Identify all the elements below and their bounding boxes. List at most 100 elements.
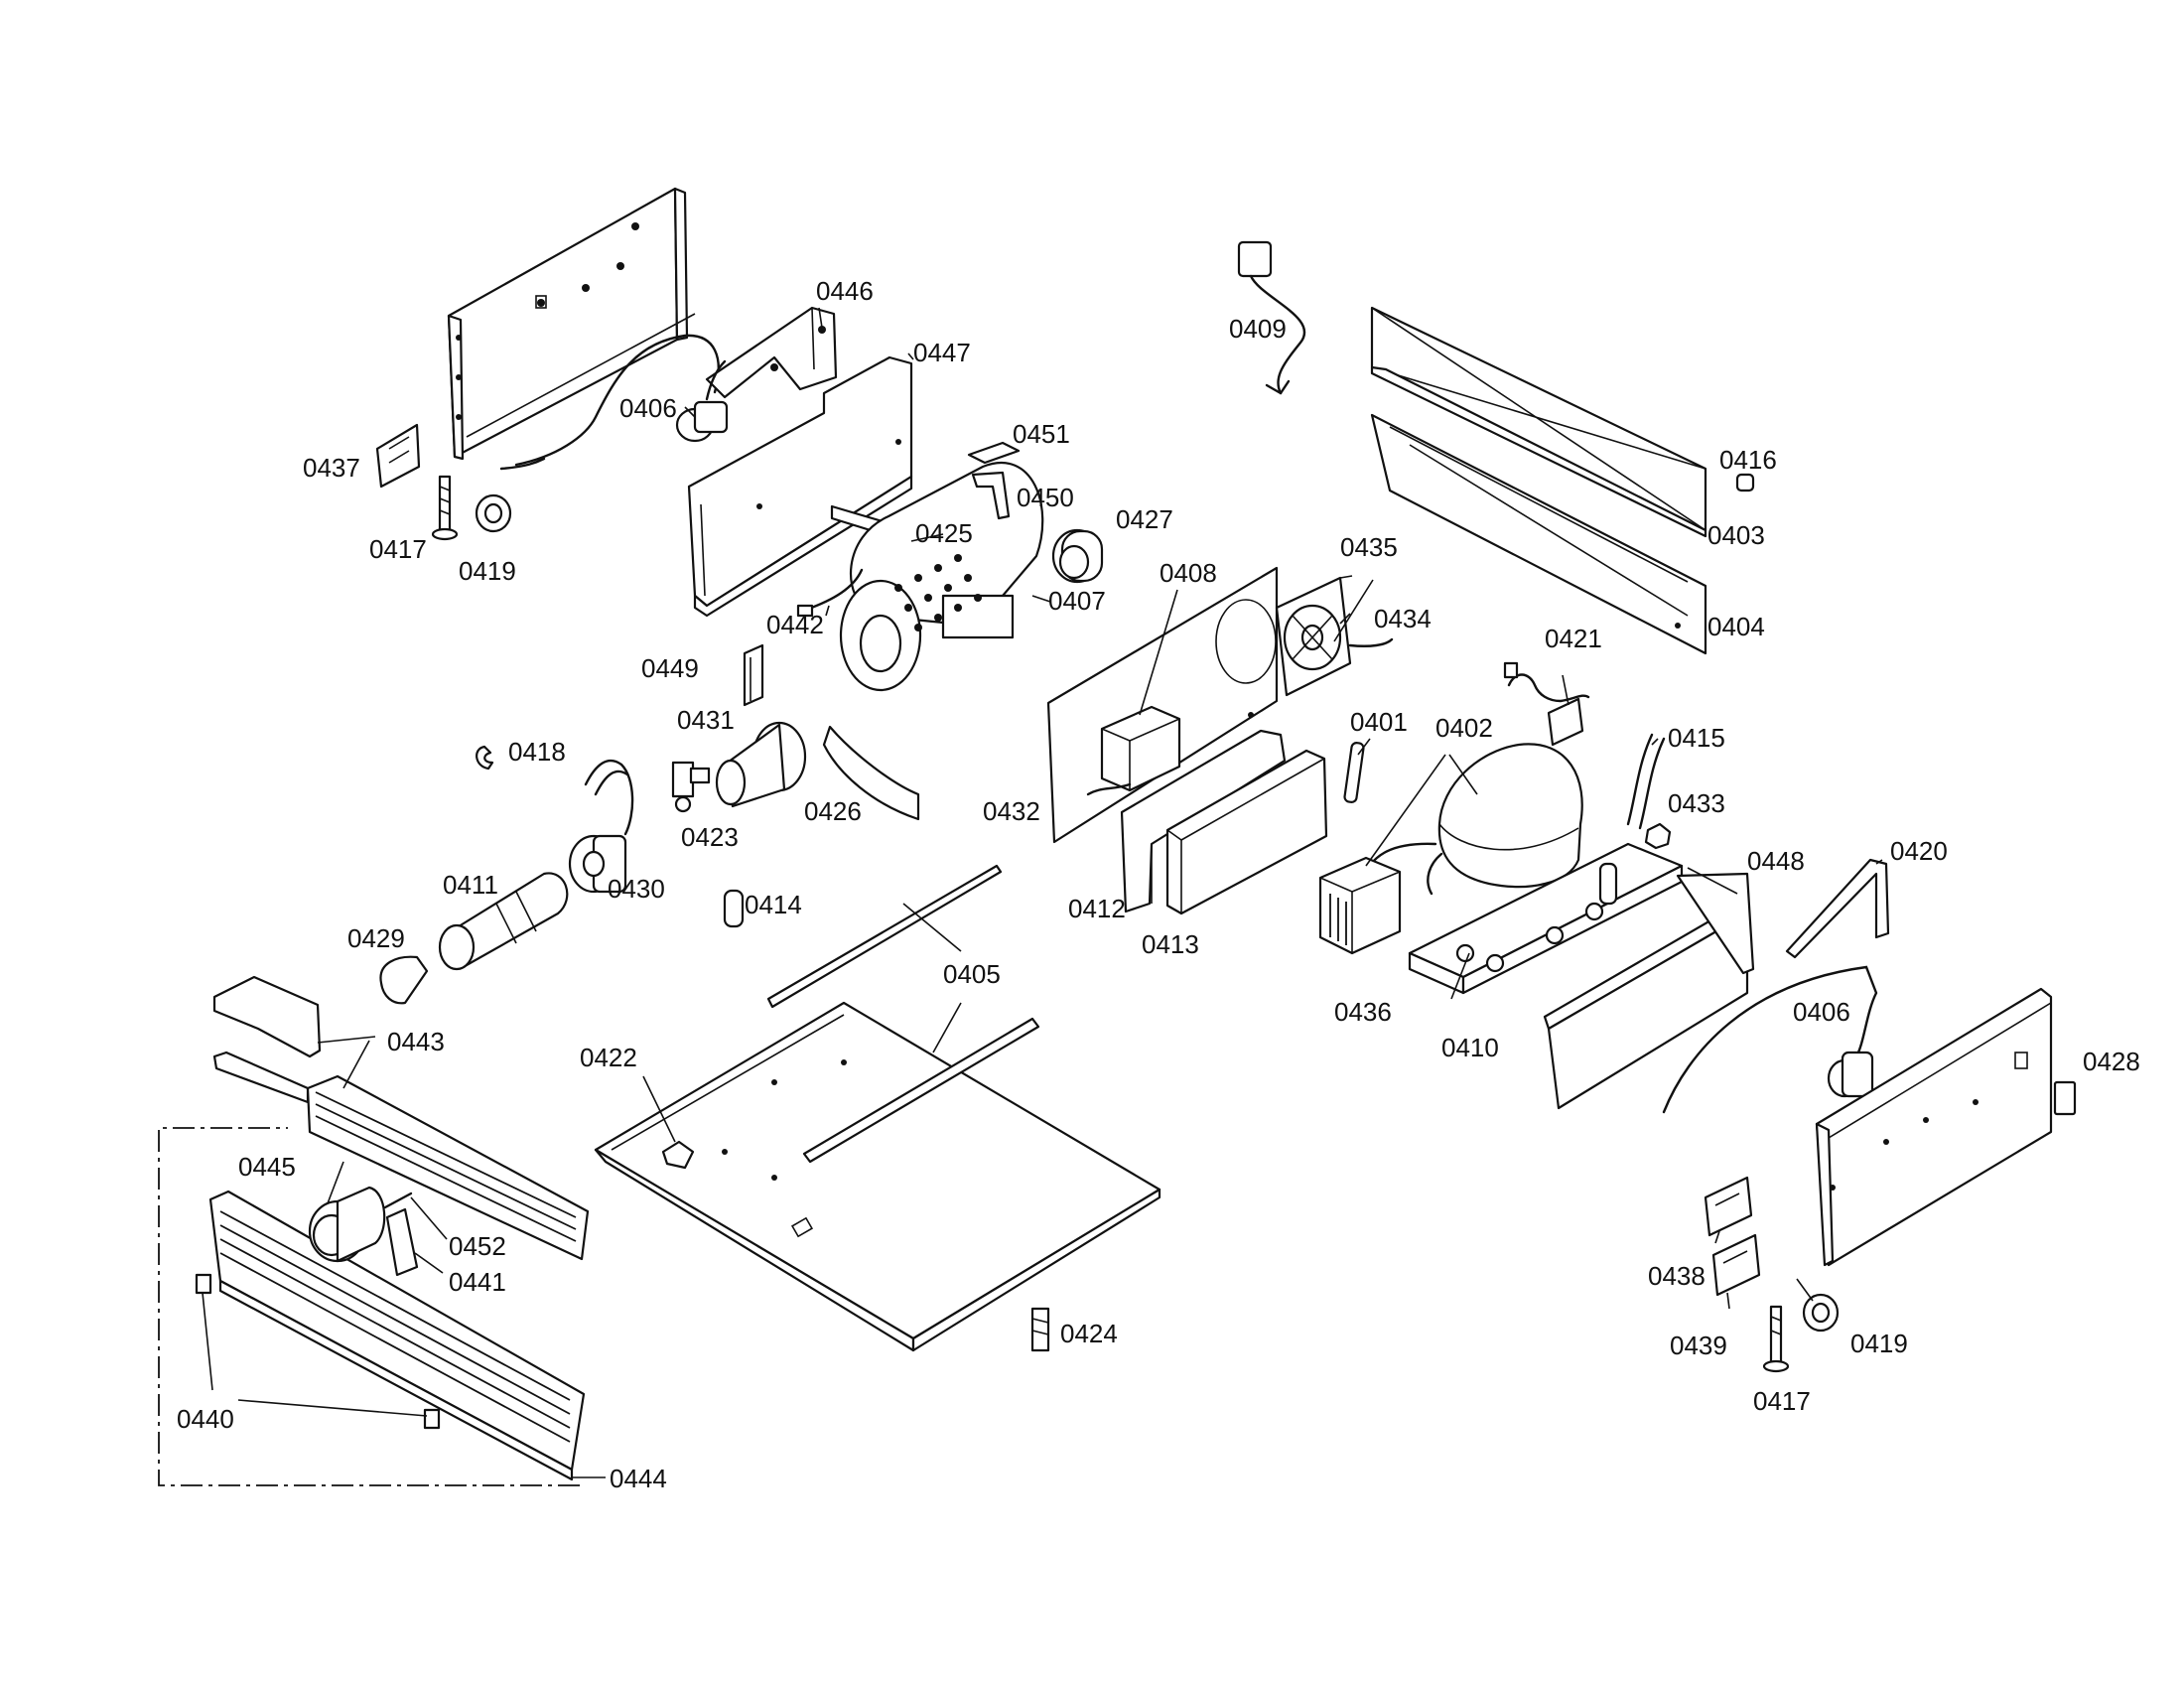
callout-0447: 0447 (913, 338, 971, 367)
cover-0426 (822, 725, 920, 821)
clip-0441 (385, 1207, 419, 1277)
callout-labels: 0446 0447 0406 0437 0417 0419 0451 0450 … (177, 276, 2140, 1493)
floor-plate (594, 1001, 1161, 1352)
clip-0450 (971, 471, 1011, 520)
bracket-upper-0443 (212, 975, 322, 1058)
callout-0416: 0416 (1719, 445, 1777, 475)
callout-0432: 0432 (983, 796, 1040, 826)
holder-0429 (379, 955, 429, 1005)
callout-0440: 0440 (177, 1404, 234, 1434)
callout-0405: 0405 (943, 959, 1001, 989)
callout-0421: 0421 (1545, 624, 1602, 653)
callout-0419-lower: 0419 (1850, 1329, 1908, 1358)
callout-0402: 0402 (1435, 713, 1493, 743)
callout-0451: 0451 (1013, 419, 1070, 449)
switch-0428 (2053, 1080, 2077, 1116)
callout-0439: 0439 (1670, 1331, 1727, 1360)
screw-0417-lower (1762, 1305, 1790, 1373)
callout-0411: 0411 (443, 870, 498, 900)
callout-0436: 0436 (1334, 997, 1392, 1027)
right-side-panel (1815, 987, 2053, 1267)
rear-panel-0404 (1370, 413, 1707, 655)
callout-0406-lower: 0406 (1793, 997, 1850, 1027)
callout-0441: 0441 (449, 1267, 506, 1297)
motor-bracket-0446 (705, 306, 838, 399)
callout-0412: 0412 (1068, 894, 1126, 923)
callout-0437: 0437 (303, 453, 360, 483)
clip-0422 (661, 1140, 695, 1170)
callout-0452: 0452 (449, 1231, 506, 1261)
fan-motor-0411 (438, 872, 569, 971)
callout-0417-lower: 0417 (1753, 1386, 1811, 1416)
callout-0404: 0404 (1707, 612, 1765, 641)
knob-0419-lower (1802, 1293, 1840, 1333)
filter-drier-0401 (1343, 742, 1365, 803)
callout-0424: 0424 (1060, 1319, 1118, 1348)
relay-0421 (1503, 661, 1590, 747)
rear-panel-0403 (1370, 306, 1707, 538)
compressor-0402 (1358, 743, 1583, 896)
bracket-0420 (1785, 858, 1890, 959)
callout-0423: 0423 (681, 822, 739, 852)
plug-0437 (375, 423, 421, 489)
panel-0448 (1543, 872, 1755, 1110)
callout-0417-upper: 0417 (369, 534, 427, 564)
callout-0422: 0422 (580, 1043, 637, 1072)
callout-0425: 0425 (915, 518, 973, 548)
clip-0449 (743, 643, 764, 707)
rail-0405-upper (766, 864, 1003, 1009)
grille-0435 (1339, 575, 1353, 579)
screw-0417-upper (431, 475, 459, 541)
drip-tray-0413 (1165, 749, 1328, 915)
rail-0405-lower (802, 1017, 1040, 1164)
clip-0452 (383, 1192, 413, 1209)
callout-0434: 0434 (1374, 604, 1432, 633)
callout-0419-upper: 0419 (459, 556, 516, 586)
callout-0445: 0445 (238, 1152, 296, 1182)
callout-0406-upper: 0406 (619, 393, 677, 423)
base-plate-0410 (1408, 842, 1684, 995)
blower-0407 (839, 461, 1044, 692)
callout-0435: 0435 (1340, 532, 1398, 562)
cap-0427 (1051, 528, 1104, 584)
callout-0420: 0420 (1890, 836, 1948, 866)
callout-0431: 0431 (677, 705, 735, 735)
callout-0401: 0401 (1350, 707, 1408, 737)
left-side-panel (447, 187, 696, 461)
callout-0438: 0438 (1648, 1261, 1706, 1291)
wire-harness-upper (499, 334, 720, 471)
spring-0424 (1030, 1307, 1050, 1352)
callout-0442: 0442 (766, 610, 824, 639)
spacer-0414 (723, 889, 745, 928)
callout-0446: 0446 (816, 276, 874, 306)
valve-0423 (671, 761, 711, 813)
power-cord-0409 (1237, 240, 1305, 395)
hose-0415 (1626, 733, 1666, 830)
callout-0403: 0403 (1707, 520, 1765, 550)
callout-0430: 0430 (608, 874, 665, 904)
callout-0429: 0429 (347, 923, 405, 953)
callout-0408: 0408 (1160, 558, 1217, 588)
callout-0413: 0413 (1142, 929, 1199, 959)
callout-0449: 0449 (641, 653, 699, 683)
clip-0418 (476, 745, 494, 771)
callout-0407: 0407 (1048, 586, 1106, 616)
callout-0414: 0414 (745, 890, 802, 919)
plug-0438 (1704, 1176, 1753, 1237)
callout-0433: 0433 (1668, 788, 1725, 818)
knob-0419-upper (475, 493, 512, 533)
callout-0410: 0410 (1441, 1033, 1499, 1062)
transformer-0408 (1086, 705, 1181, 796)
starter-box-0436 (1318, 856, 1402, 955)
callout-0427: 0427 (1116, 504, 1173, 534)
callout-0443: 0443 (387, 1027, 445, 1056)
grommet-0416 (1735, 473, 1755, 492)
callout-0409: 0409 (1229, 314, 1287, 344)
sensor-0445 (308, 1186, 386, 1263)
callout-0418: 0418 (508, 737, 566, 767)
grille-0443 (212, 1051, 590, 1261)
plug-0439 (1711, 1233, 1761, 1297)
fan-0434 (1275, 576, 1394, 697)
